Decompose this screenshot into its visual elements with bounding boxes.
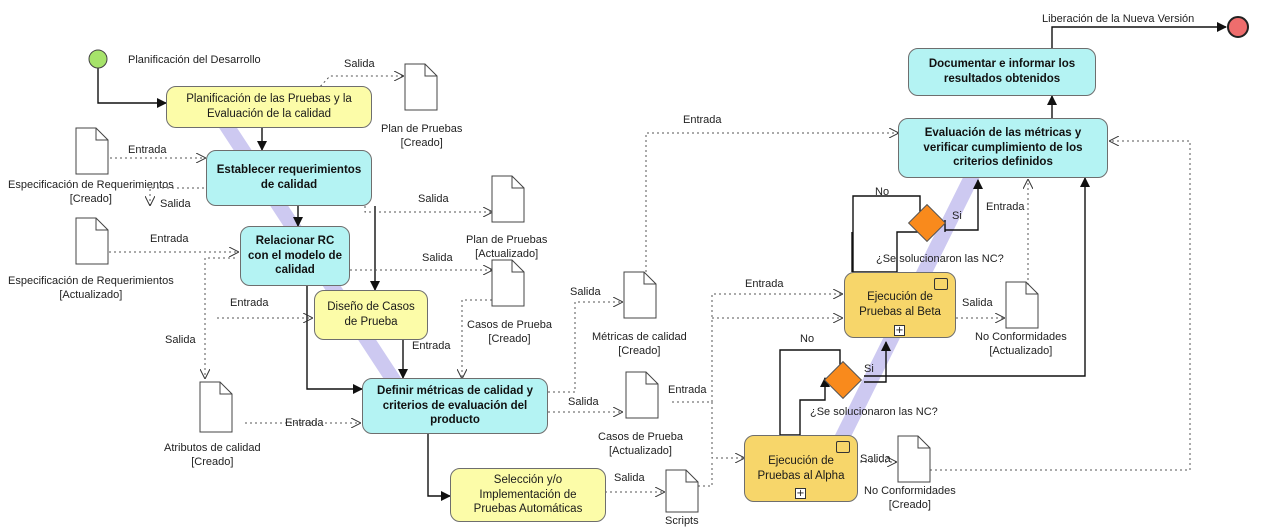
subprocess-plus-icon[interactable]: +	[894, 325, 905, 336]
document-shapes	[75, 63, 1039, 513]
edge-label-salida: Salida	[422, 252, 453, 264]
doc-casos-creado-icon	[491, 259, 525, 307]
doc-plan-creado-icon	[404, 63, 438, 111]
doc-plan-actualizado-label: Plan de Pruebas[Actualizado]	[466, 234, 548, 261]
activity-establecer[interactable]: Establecer requerimientos de calidad	[206, 150, 372, 206]
edge-label-si: Si	[864, 363, 874, 375]
doc-espec-creado-icon	[75, 127, 109, 175]
edge-label-no: No	[800, 333, 815, 345]
end-node	[1227, 16, 1249, 38]
doc-nc-actualizado-label: No Conformidades[Actualizado]	[975, 331, 1067, 358]
activity-relacionar[interactable]: Relacionar RC con el modelo de calidad	[240, 226, 350, 286]
doc-atributos-icon	[199, 381, 233, 433]
doc-espec-creado-label: Especificación de Requerimientos[Creado]	[8, 179, 174, 206]
doc-plan-actualizado-icon	[491, 175, 525, 223]
decision-beta	[907, 203, 947, 243]
edge-label-entrada: Entrada	[150, 233, 189, 245]
activity-diseno[interactable]: Diseño de Casos de Prueba	[314, 290, 428, 340]
doc-casos-creado-label: Casos de Prueba[Creado]	[467, 319, 552, 346]
edge-label-entrada: Entrada	[683, 114, 722, 126]
edge-label-entrada: Entrada	[285, 417, 324, 429]
start-label: Planificación del Desarrollo	[128, 54, 261, 66]
doc-atributos-label: Atributos de calidad[Creado]	[164, 442, 261, 469]
activity-definir[interactable]: Definir métricas de calidad y criterios …	[362, 378, 548, 434]
edge-label-salida: Salida	[570, 286, 601, 298]
edge-label-entrada: Entrada	[986, 201, 1025, 213]
edge-label-entrada: Entrada	[412, 340, 451, 352]
edge-label-entrada: Entrada	[128, 144, 167, 156]
decision-alpha	[823, 360, 863, 400]
doc-nc-creado-label: No Conformidades[Creado]	[864, 485, 956, 512]
monitor-icon	[836, 441, 850, 453]
decision-alpha-label: ¿Se solucionaron las NC?	[810, 406, 938, 418]
activity-planificacion[interactable]: Planificación de las Pruebas y la Evalua…	[166, 86, 372, 128]
object-flow	[104, 76, 1191, 492]
doc-plan-creado-label: Plan de Pruebas[Creado]	[381, 123, 463, 150]
doc-espec-actualizado-icon	[75, 217, 109, 265]
doc-scripts-label: Scripts	[665, 515, 699, 527]
monitor-icon	[934, 278, 948, 290]
doc-casos-actualizado-label: Casos de Prueba[Actualizado]	[598, 431, 683, 458]
decision-beta-label: ¿Se solucionaron las NC?	[876, 253, 1004, 265]
activity-seleccion[interactable]: Selección y/o Implementación de Pruebas …	[450, 468, 606, 522]
edge-label-salida: Salida	[962, 297, 993, 309]
doc-metricas-label: Métricas de calidad[Creado]	[592, 331, 687, 358]
edge-label-salida: Salida	[568, 396, 599, 408]
doc-espec-actualizado-label: Especificación de Requerimientos[Actuali…	[8, 275, 174, 302]
subprocess-plus-icon[interactable]: +	[795, 488, 806, 499]
edge-label-salida: Salida	[614, 472, 645, 484]
edge-label-salida: Salida	[418, 193, 449, 205]
activity-evaluacion[interactable]: Evaluación de las métricas y verificar c…	[898, 118, 1108, 178]
start-node	[88, 49, 108, 69]
edge-label-entrada: Entrada	[668, 384, 707, 396]
doc-metricas-icon	[623, 271, 657, 319]
edge-label-no: No	[875, 186, 890, 198]
edge-label-entrada: Entrada	[745, 278, 784, 290]
edge-label-salida: Salida	[344, 58, 375, 70]
doc-casos-actualizado-icon	[625, 371, 659, 419]
edge-label-salida: Salida	[160, 198, 191, 210]
activity-documentar[interactable]: Documentar e informar los resultados obt…	[908, 48, 1096, 96]
doc-scripts-icon	[665, 469, 699, 513]
end-label: Liberación de la Nueva Versión	[1042, 13, 1195, 25]
doc-nc-creado-icon	[897, 435, 931, 483]
edge-label-salida: Salida	[860, 453, 891, 465]
edge-label-entrada: Entrada	[230, 297, 269, 309]
edge-label-salida: Salida	[165, 334, 196, 346]
doc-nc-actualizado-icon	[1005, 281, 1039, 329]
edge-label-si: Si	[952, 210, 962, 222]
